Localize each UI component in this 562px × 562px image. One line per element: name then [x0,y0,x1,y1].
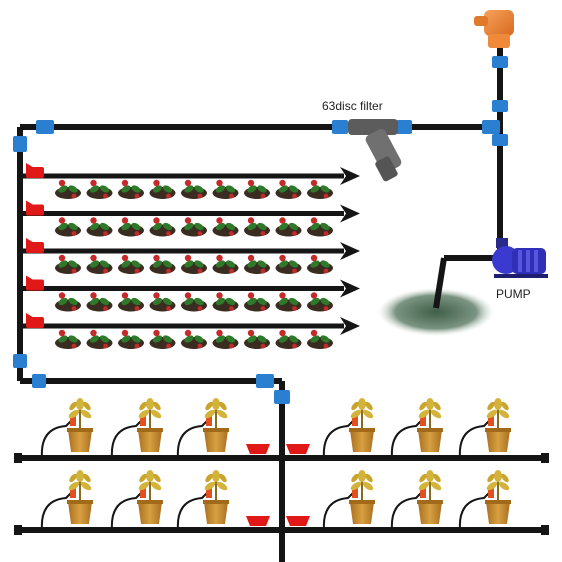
strawberry-plant [118,292,144,312]
potted-plant-icon [390,470,443,531]
potted-plant-icon [322,398,375,459]
strawberry-plant [55,217,81,237]
strawberry-plant [307,329,333,349]
strawberry-plant [149,179,176,199]
strawberry-plant [55,179,81,199]
strawberry-plant [149,329,176,349]
strawberry-plant [307,254,333,274]
strawberry-plant [244,217,270,237]
potted-plant-icon [390,398,443,459]
water-source [378,288,494,336]
valve-icon [246,444,270,454]
strawberry-plant [307,217,333,237]
strawberry-plant [86,329,113,349]
potted-plant-icon [110,470,163,531]
potted-plant-icon [322,470,375,531]
strawberry-plant [307,179,333,199]
end-cap [541,525,549,535]
strawberry-plant [244,254,270,274]
strawberry-plant [118,254,144,274]
strawberry-plant [181,217,207,237]
strawberry-plant [181,179,207,199]
strawberry-plant [86,217,113,237]
pipe-connectors [13,56,508,404]
strawberry-plant [181,329,207,349]
filter-label: 63disc filter [322,99,383,113]
strawberry-plant [212,292,239,312]
strawberry-plant [244,179,270,199]
line-end-plug [340,279,360,298]
end-cap [14,453,22,463]
strawberry-plant [244,329,270,349]
valve-icon [286,444,310,454]
strawberry-plant [275,254,302,274]
strawberry-plant [149,217,176,237]
strawberry-plant [149,292,176,312]
valve-icon [26,163,44,178]
potted-plant-rows [14,398,549,535]
valve-icon [26,313,44,328]
strawberry-plant [244,292,270,312]
strawberry-plant [212,329,239,349]
valve-icon [26,238,44,253]
strawberry-plant [212,217,239,237]
strawberry-plant [86,292,113,312]
water-pump-icon [492,238,548,278]
pump-label: PUMP [496,287,531,301]
potted-plant-icon [110,398,163,459]
drip-line [22,200,360,237]
valve-icon [286,516,310,526]
strawberry-plant [86,254,113,274]
suction-pipe [433,255,500,309]
end-cap [541,453,549,463]
strawberry-plant [275,179,302,199]
drip-line [22,313,360,349]
strawberry-plant [55,329,81,349]
strawberry-plant [55,292,81,312]
drip-line [22,275,360,312]
drip-line [22,238,360,274]
strawberry-plant [149,254,176,274]
valve-icon [26,200,44,216]
potted-row [14,398,549,463]
line-end-plug [340,317,360,335]
valve-icon [26,275,44,291]
strawberry-plant [86,179,113,199]
strawberry-plant [55,254,81,274]
line-end-plug [340,167,360,185]
faucet-icon [474,10,514,48]
potted-plant-icon [40,398,93,459]
strawberry-plant [118,179,144,199]
potted-plant-icon [458,398,511,459]
strawberry-plant [275,329,302,349]
strawberry-plant [118,217,144,237]
disc-filter-icon [348,119,402,182]
strawberry-plant [181,292,207,312]
potted-plant-icon [176,470,229,531]
potted-plant-icon [40,470,93,531]
valve-icon [246,516,270,526]
potted-row [14,470,549,535]
strawberry-plant [212,254,239,274]
strawberry-plant [118,329,144,349]
strawberry-plant [275,292,302,312]
line-end-plug [340,204,360,223]
strawberry-plant [212,179,239,199]
strawberry-plant [275,217,302,237]
potted-plant-icon [458,470,511,531]
strawberry-plant [181,254,207,274]
line-end-plug [340,242,360,260]
end-cap [14,525,22,535]
potted-plant-icon [176,398,229,459]
strawberry-drip-lines [22,163,360,349]
strawberry-plant [307,292,333,312]
drip-line [22,163,360,199]
